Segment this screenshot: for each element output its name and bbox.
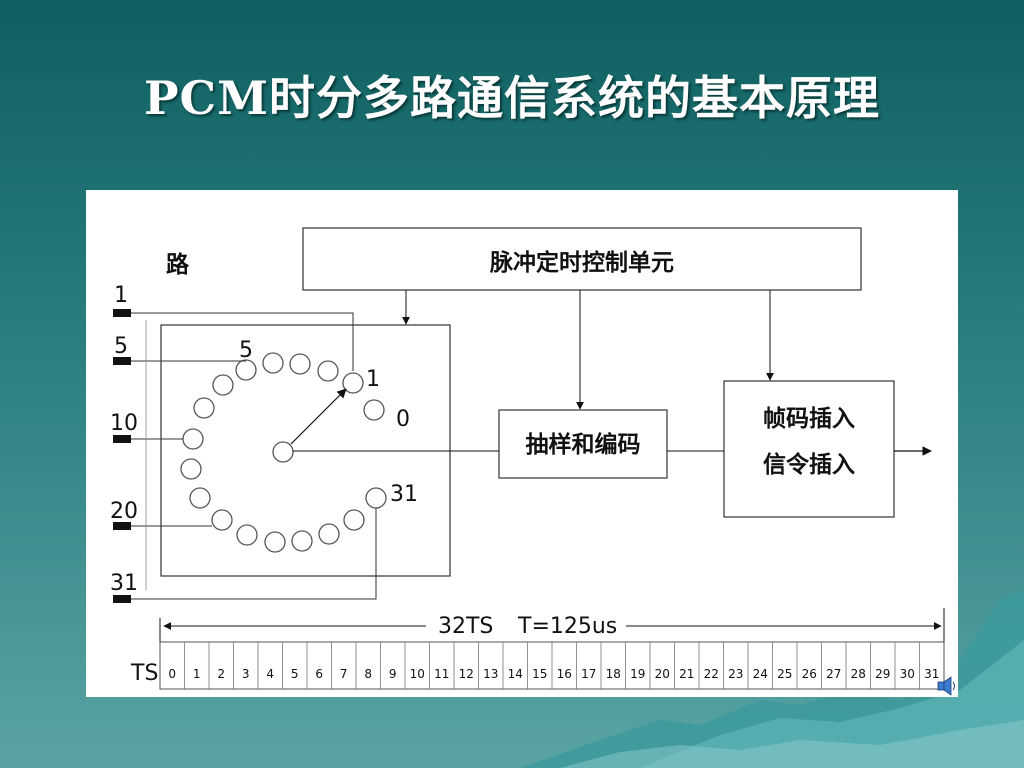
channel-inputs: 1 5 10 20 31 xyxy=(110,283,138,603)
wire-ch31 xyxy=(131,508,377,600)
dial-contact xyxy=(211,509,233,531)
ts-cell-label: 8 xyxy=(364,667,372,681)
dial-contact xyxy=(264,531,286,553)
ts-cell-label: 27 xyxy=(826,667,841,681)
ts-cell-label: 2 xyxy=(217,667,225,681)
ts-cell-label: 24 xyxy=(753,667,768,681)
ts-cell-label: 0 xyxy=(168,667,176,681)
dial-contact xyxy=(189,487,211,509)
ts-cell-label: 13 xyxy=(483,667,498,681)
ts-cell-label: 30 xyxy=(900,667,915,681)
ts-cell-label: 4 xyxy=(266,667,274,681)
ts-cell-label: 25 xyxy=(777,667,792,681)
frame-insert-line2: 信令插入 xyxy=(763,451,855,478)
dial-contact xyxy=(291,530,313,552)
ts-cell-label: 10 xyxy=(410,667,425,681)
ts-cell-label: 5 xyxy=(291,667,299,681)
sample-encode-box xyxy=(498,409,668,479)
dial-label-1: 1 xyxy=(366,367,380,392)
dial-label-31: 31 xyxy=(390,482,418,507)
pcm-diagram: 路 脉冲定时控制单元 xyxy=(110,227,955,696)
diagram-panel: 路 脉冲定时控制单元 xyxy=(86,190,958,697)
channel-terminal xyxy=(113,595,131,603)
dial-contact xyxy=(365,487,387,509)
ts-cell-label: 29 xyxy=(875,667,890,681)
speaker-icon[interactable] xyxy=(937,676,955,696)
sample-encode-label: 抽样和编码 xyxy=(526,431,641,458)
ts-cell-label: 3 xyxy=(242,667,250,681)
dial-contact xyxy=(342,372,364,394)
ts-cell-label: 7 xyxy=(340,667,348,681)
ts-cell-label: 14 xyxy=(508,667,523,681)
channel-label-20: 20 xyxy=(110,499,138,524)
ts-cell-label: 20 xyxy=(655,667,670,681)
ts-cell-label: 9 xyxy=(389,667,397,681)
ts-cell-label: 22 xyxy=(704,667,719,681)
ts-cell-label: 11 xyxy=(434,667,449,681)
dial-contacts xyxy=(180,352,387,553)
dial-center xyxy=(272,441,294,463)
channel-terminal xyxy=(113,522,131,530)
ts-label: TS xyxy=(130,661,158,686)
period-label: T=125us xyxy=(517,614,617,639)
ts-cell-label: 23 xyxy=(728,667,743,681)
ts-cell-label: 17 xyxy=(581,667,596,681)
ts-cell-label: 26 xyxy=(802,667,817,681)
ts-cell-label: 15 xyxy=(532,667,547,681)
ts-cell-label: 31 xyxy=(924,667,939,681)
channel-terminal xyxy=(113,435,131,443)
ts-cell-label: 12 xyxy=(459,667,474,681)
rotor-arrow xyxy=(290,388,347,445)
ts-cell-label: 6 xyxy=(315,667,323,681)
ts-cell-label: 19 xyxy=(630,667,645,681)
frame-label: 32TS xyxy=(438,614,493,639)
ts-cell-label: 28 xyxy=(851,667,866,681)
channel-label-5: 5 xyxy=(114,334,128,359)
dial-label-5: 5 xyxy=(239,338,253,363)
dial-label-0: 0 xyxy=(396,407,410,432)
dial-contact xyxy=(289,353,311,375)
ts-cell-label: 18 xyxy=(606,667,621,681)
lu-label: 路 xyxy=(166,251,190,278)
dial-contact xyxy=(236,524,258,546)
ts-cell-label: 16 xyxy=(557,667,572,681)
channel-terminal xyxy=(113,309,131,317)
timing-unit-label: 脉冲定时控制单元 xyxy=(489,249,674,276)
ts-cell-label: 1 xyxy=(193,667,201,681)
dial-contact xyxy=(317,360,339,382)
dial-contact xyxy=(343,509,365,531)
dial-contact xyxy=(318,523,340,545)
dial-contact xyxy=(262,352,284,374)
channel-label-31: 31 xyxy=(110,571,138,596)
frame-insert-line1: 帧码插入 xyxy=(763,406,855,432)
frame-insert-box xyxy=(723,380,895,518)
dial-contact xyxy=(363,399,385,421)
dial-contact xyxy=(235,359,257,381)
timing-unit-box xyxy=(302,227,862,291)
slide-title: PCM时分多路通信系统的基本原理 xyxy=(143,71,881,125)
channel-label-10: 10 xyxy=(110,411,138,436)
dial-contact xyxy=(182,428,204,450)
dial-contact xyxy=(212,374,234,396)
dial-contact xyxy=(193,397,215,419)
channel-label-1: 1 xyxy=(114,283,128,308)
dial-contact xyxy=(180,458,202,480)
channel-terminal xyxy=(113,357,131,365)
ts-cell-label: 21 xyxy=(679,667,694,681)
wire-ch1 xyxy=(131,312,354,371)
